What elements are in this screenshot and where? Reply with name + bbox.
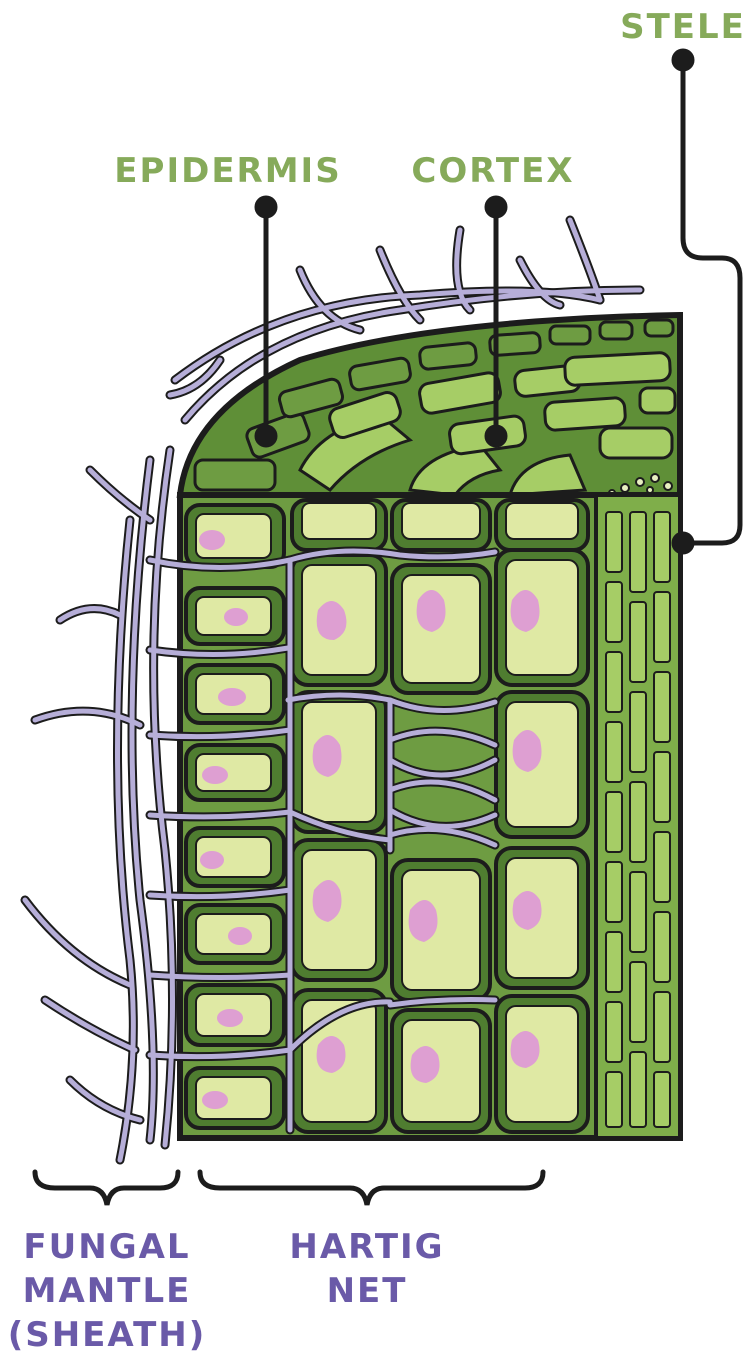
fungal-mantle-label-line-1: FUNGAL bbox=[23, 1227, 190, 1267]
epidermis-label: EPIDERMIS bbox=[114, 151, 341, 191]
stele-leader bbox=[683, 60, 740, 543]
braces bbox=[35, 1172, 543, 1205]
fungal-mantle-label-line-2: MANTLE bbox=[23, 1271, 192, 1311]
stele-tissue bbox=[596, 495, 680, 1138]
fungal-mantle-brace bbox=[35, 1172, 178, 1205]
stele-target-dot bbox=[674, 534, 692, 552]
epidermis-leader-dot bbox=[257, 198, 275, 216]
hartig-net-label-line-1: HARTIG bbox=[289, 1227, 444, 1267]
stele-leader-dot bbox=[674, 51, 692, 69]
hartig-net-label-line-2: NET bbox=[327, 1271, 408, 1311]
epidermis-target-dot bbox=[257, 427, 275, 445]
root-top-surface bbox=[180, 315, 680, 496]
fungal-mantle-label-line-3: (SHEATH) bbox=[8, 1315, 207, 1355]
cortex-label: CORTEX bbox=[411, 151, 574, 191]
stele-label: STELE bbox=[620, 7, 745, 47]
cortex-leader-dot bbox=[487, 198, 505, 216]
cortex-target-dot bbox=[487, 427, 505, 445]
hartig-net-brace bbox=[200, 1172, 543, 1205]
